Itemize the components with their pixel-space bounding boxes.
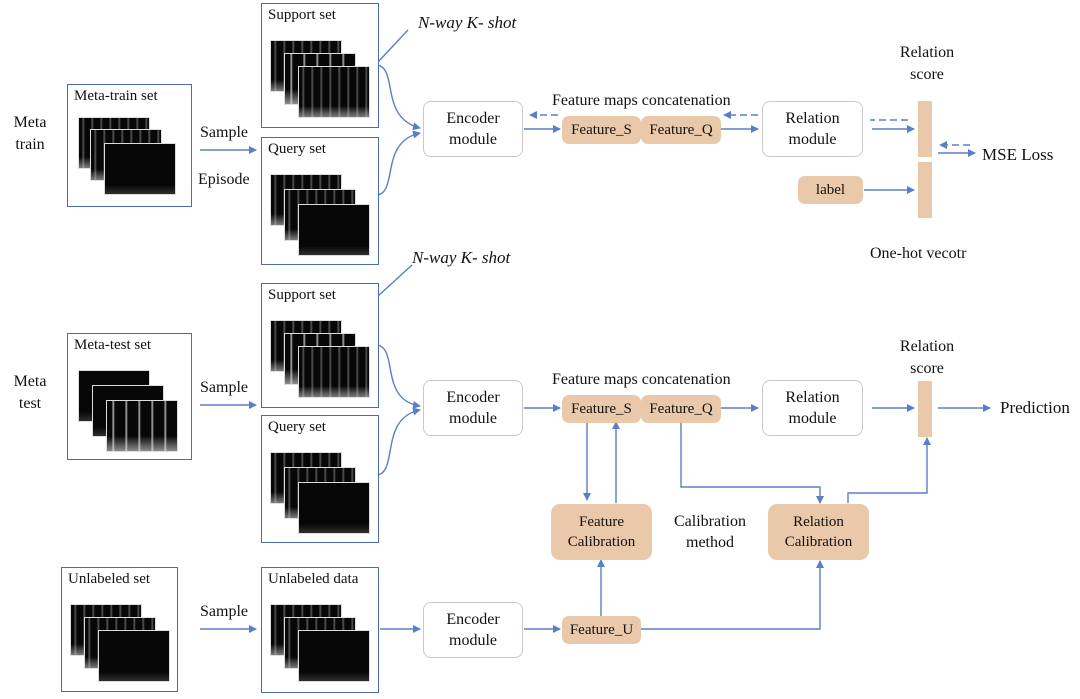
spectrogram-image: [298, 346, 370, 398]
support-set-title: Support set: [268, 287, 336, 303]
meta-train-label: Meta train: [13, 114, 47, 153]
encoder-module-unlabeled: Encoder module: [423, 602, 523, 658]
feature-maps-concat-label-train: Feature maps concatenation: [552, 92, 731, 109]
feature-q-box-test: Feature_Q: [641, 395, 721, 423]
onehot-vector-bar: [918, 162, 932, 218]
feature-u-box: Feature_U: [562, 616, 641, 644]
query-set-panel-train: Query set: [261, 137, 379, 265]
prediction-label: Prediction: [1000, 398, 1070, 417]
mse-loss-label: MSE Loss: [982, 145, 1054, 164]
relation-score-bar-test: [918, 381, 932, 437]
spectrogram-image: [298, 66, 370, 118]
support-set-panel-train: Support set: [261, 3, 379, 128]
meta-test-set-title: Meta-test set: [74, 337, 152, 353]
meta-test-set-panel: Meta-test set: [67, 333, 192, 460]
onehot-vector-label: One-hot vecotr: [870, 245, 967, 262]
query-set-panel-test: Query set: [261, 415, 379, 543]
meta-test-label: Meta test: [13, 373, 47, 412]
nway-kshot-label-train: N-way K- shot: [418, 13, 517, 32]
arrow-featureq-relation-calibration: [680, 421, 824, 504]
sample-label-unlabeled: Sample: [200, 603, 248, 620]
arrow-query-encoder-train: [377, 130, 421, 196]
feature-s-box-train: Feature_S: [562, 116, 641, 144]
relation-score-label-test: Relation score: [899, 338, 955, 377]
line-nway-test: [377, 264, 413, 297]
spectrogram-image: [298, 630, 370, 682]
relation-module-train: Relation module: [762, 101, 863, 157]
support-set-title: Support set: [268, 7, 336, 23]
encoder-module-train: Encoder module: [423, 101, 523, 157]
spectrogram-image: [298, 482, 370, 534]
arrow-featureu-relation-calibration: [640, 560, 824, 630]
sample-label-train: Sample: [200, 124, 248, 141]
unlabeled-data-panel: Unlabeled data: [261, 567, 379, 693]
feature-s-box-test: Feature_S: [562, 395, 641, 423]
spectrogram-image: [106, 400, 178, 452]
arrow-support-encoder-test: [377, 344, 421, 409]
calibration-method-label: Calibration method: [674, 513, 746, 551]
unlabeled-set-title: Unlabeled set: [68, 571, 151, 587]
relation-module-test: Relation module: [762, 380, 863, 436]
label-box: label: [798, 176, 863, 204]
sample-label-test: Sample: [200, 379, 248, 396]
relation-score-label-train: Relation score: [899, 44, 955, 83]
unlabeled-set-panel: Unlabeled set: [61, 567, 178, 692]
nway-kshot-label-test: N-way K- shot: [412, 248, 511, 267]
meta-train-set-panel: Meta-train set: [67, 84, 192, 207]
relation-calibration-box: Relation Calibration: [768, 504, 869, 560]
spectrogram-image: [104, 143, 176, 195]
feature-q-box-train: Feature_Q: [641, 116, 721, 144]
spectrogram-image: [298, 204, 370, 256]
line-nway-train: [377, 29, 409, 63]
arrow-query-encoder-test: [377, 407, 421, 476]
support-set-panel-test: Support set: [261, 283, 379, 408]
unlabeled-data-title: Unlabeled data: [268, 571, 359, 587]
feature-calibration-box: Feature Calibration: [551, 504, 652, 560]
meta-train-set-title: Meta-train set: [74, 88, 158, 104]
relation-score-bar-train: [918, 101, 932, 157]
episode-label: Episode: [198, 171, 250, 188]
arrow-support-encoder-train: [377, 64, 421, 131]
query-set-title: Query set: [268, 419, 326, 435]
arrow-relation-calibration-score: [847, 437, 931, 503]
query-set-title: Query set: [268, 141, 326, 157]
feature-maps-concat-label-test: Feature maps concatenation: [552, 371, 731, 388]
encoder-module-test: Encoder module: [423, 380, 523, 436]
spectrogram-image: [98, 630, 170, 682]
